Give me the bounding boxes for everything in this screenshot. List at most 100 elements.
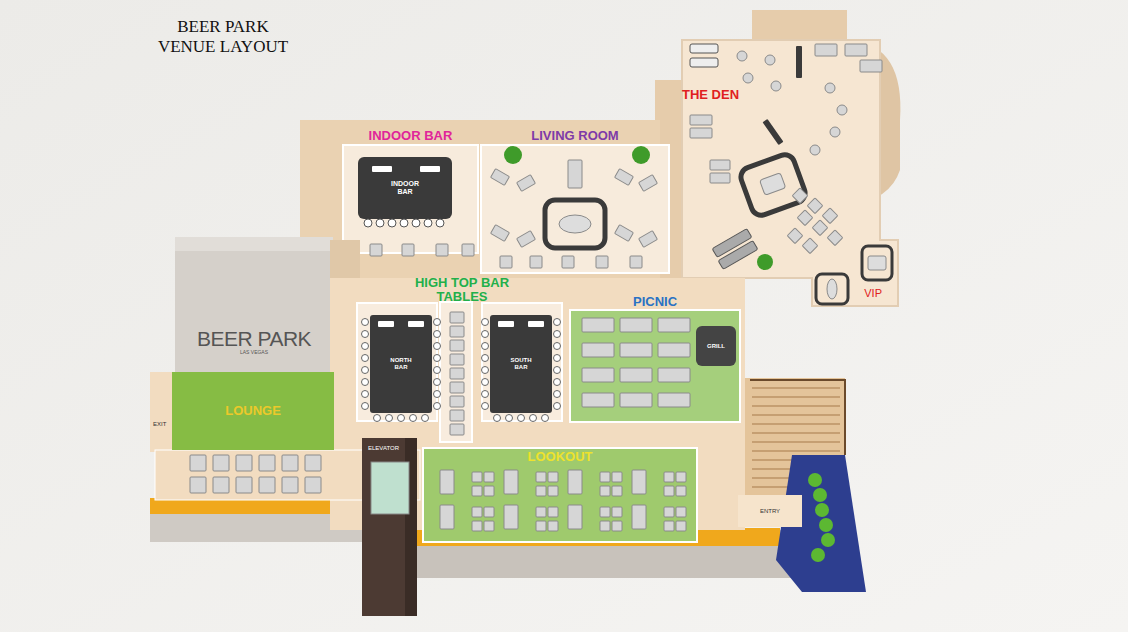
stool [482,367,489,374]
table [530,256,542,268]
table [664,486,674,496]
stool [362,379,369,386]
bar-label: NORTH BAR [384,357,418,370]
table [305,455,321,471]
stool [376,219,384,227]
stool [506,415,513,422]
bar-label: SOUTH BAR [504,357,538,370]
table [190,455,206,471]
table [797,210,813,226]
stool [374,415,381,422]
stool [434,403,441,410]
table [690,115,712,125]
stool [434,343,441,350]
table [615,225,634,242]
stool [482,379,489,386]
table [822,208,838,224]
table [536,521,546,531]
grill-label: GRILL [707,343,725,350]
bar-notch [408,321,424,327]
table [213,455,229,471]
table [450,424,464,435]
table [664,472,674,482]
indoor-bar-panel [343,145,478,253]
zone-area: PICNICGRILL [570,292,740,422]
bar-notch [372,166,392,172]
table [676,486,686,496]
booth [738,152,808,218]
table [787,228,803,244]
map-title: BEER PARK VENUE LAYOUT [150,17,296,56]
vip-booth [862,246,892,280]
wall [330,240,360,280]
zone-area: HIGH TOP BAR TABLESNORTH BARSOUTH BAR [357,274,567,424]
stool [386,415,393,422]
table [491,225,510,242]
stool [530,415,537,422]
table [582,318,614,332]
lookout-lawn [423,448,697,542]
table [612,507,622,517]
stool [364,219,372,227]
stool [422,415,429,422]
stool [434,367,441,374]
booth-table [827,279,837,299]
bar-label: INDOOR BAR [387,180,423,195]
stool [554,403,561,410]
table [620,318,652,332]
elevator-tower [362,438,417,616]
stool [494,415,501,422]
table [710,160,730,170]
table [305,477,321,493]
table [612,521,622,531]
table [472,521,482,531]
table [500,256,512,268]
table [582,343,614,357]
table [815,44,837,56]
stool [412,219,420,227]
bar-notch [528,321,544,327]
table [676,472,686,482]
table [259,477,275,493]
table [600,507,610,517]
table [620,393,652,407]
zone-area: INDOOR BAR INDOOR BAR [343,127,478,253]
sign-text: BEER PARK [197,327,311,350]
stool [482,319,489,326]
elevator-box: ELEVATOR [362,438,405,462]
table [658,393,690,407]
table [765,55,775,65]
floor [150,372,172,452]
table [504,505,518,529]
stool [434,355,441,362]
table [282,477,298,493]
table [837,105,847,115]
table [639,175,658,192]
bar-counter [490,315,552,413]
main-floor [330,278,745,530]
zone-label: VIP [864,287,882,299]
sign-block [175,237,333,374]
table [737,51,747,61]
stool [482,403,489,410]
table [596,256,608,268]
table [436,244,448,256]
stool [554,391,561,398]
table [562,256,574,268]
table [771,81,781,91]
zone-label: INDOOR BAR [369,129,453,143]
vip-booth [816,274,848,304]
lounge-lawn [172,372,334,450]
stool [362,355,369,362]
table [658,343,690,357]
table [630,256,642,268]
zone-label: LOUNGE [225,404,281,418]
entry-label: ENTRY [760,508,780,515]
table [825,83,835,93]
table [259,455,275,471]
sign-block-top [175,237,333,251]
zone-area: THE DENVIP [682,40,887,280]
table [600,521,610,531]
